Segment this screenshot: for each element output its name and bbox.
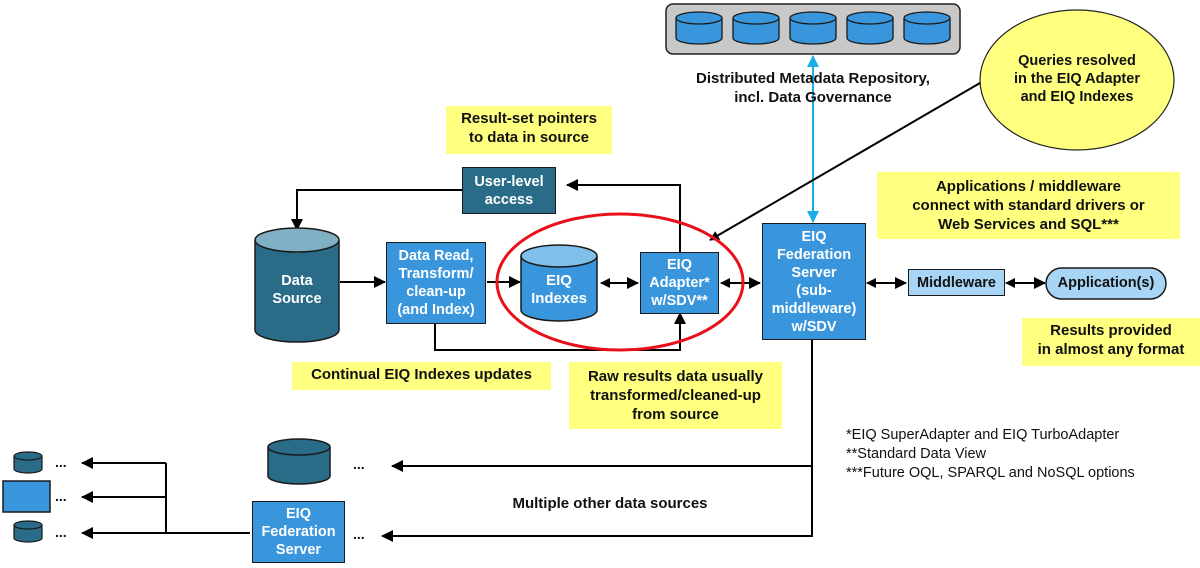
eiq-indexes-label: EIQ Indexes [521,272,597,308]
data-read-line-2: Transform/ [398,266,474,282]
multiple-sources-text: Multiple other data sources [512,495,708,512]
queries-callout-text: Queries resolved in the EIQ Adapter and … [990,52,1164,106]
queries-line-1: Queries resolved [1018,53,1136,69]
results-line-2: in almost any format [1037,341,1185,358]
multiple-sources-label: Multiple other data sources [480,494,740,513]
results-line-1: Results provided [1050,322,1172,339]
data-read-line-3: clean-up [406,284,466,300]
remote-federation-server-box: EIQ Federation Server [252,501,345,563]
eiq-adapter-line-1: EIQ [667,257,692,273]
data-read-transform-box: Data Read, Transform/ clean-up (and Inde… [386,242,486,324]
remote-source-cylinder-1 [13,451,43,474]
remote-source-cylinder-2 [13,520,43,543]
metadata-repository-label: Distributed Metadata Repository, incl. D… [660,69,966,107]
data-source-label: Data Source [255,272,339,308]
other-source-cylinder [267,438,331,485]
remote-federation-line-2: Federation [261,524,336,540]
federation-line-4: (sub- [796,282,832,299]
ellipsis-remote-1: ... [55,454,67,470]
remote-federation-line-1: EIQ [286,506,311,522]
eiq-indexes-line-2: Indexes [531,290,587,307]
applications-label: Application(s) [1046,274,1166,293]
raw-results-note: Raw results data usually transformed/cle… [569,362,782,429]
eiq-indexes-line-1: EIQ [546,272,572,289]
continual-updates-note: Continual EIQ Indexes updates [292,362,551,390]
raw-results-line-3: from source [632,406,719,423]
ellipsis-remote-3: ... [55,524,67,540]
applications-line-3: Web Services and SQL*** [938,216,1119,233]
user-level-access-box: User-level access [462,167,556,214]
federation-line-1: EIQ [801,228,827,245]
data-read-line-4: (and Index) [397,302,475,318]
adapter-focus-ring [495,212,745,352]
continual-updates-text: Continual EIQ Indexes updates [311,366,532,383]
footnote-1: *EIQ SuperAdapter and EIQ TurboAdapter [846,427,1120,443]
applications-pill [1045,267,1167,300]
federation-line-6: w/SDV [791,318,837,335]
remote-fanout-trunk [165,463,250,534]
ellipsis-other-source: ... [353,456,365,472]
metadata-label-line-1: Distributed Metadata Repository, [696,70,930,87]
continual-update-path [434,312,686,351]
queries-callout-ellipse [979,9,1175,151]
ellipsis-remote-2: ... [55,488,67,504]
result-set-line-2: to data in source [468,129,590,146]
applications-line-2: connect with standard drivers or [912,197,1145,214]
raw-results-line-2: transformed/cleaned-up [590,387,761,404]
applications-line-1: Applications / middleware [935,178,1122,195]
data-read-line-1: Data Read, [398,248,474,264]
data-source-line-1: Data [281,273,313,289]
metadata-db-cylinder [732,11,780,45]
eiq-indexes-cylinder [520,244,598,322]
eiq-adapter-line-3: w/SDV** [651,293,708,309]
federation-to-remote-path [381,466,813,542]
queries-pointer-arrow [709,82,981,241]
data-source-cylinder [254,227,340,343]
user-access-path [566,179,681,258]
footnote-3: ***Future OQL, SPARQL and NoSQL options [846,465,1135,481]
middleware-box: Middleware [908,269,1005,296]
middleware-label: Middleware [917,274,996,291]
eiq-adapter-line-2: Adapter* [649,275,710,291]
ellipsis-remote-server: ... [353,526,365,542]
results-provided-note: Results provided in almost any format [1022,318,1200,366]
federation-line-3: Server [791,264,837,281]
applications-connect-note: Applications / middleware connect with s… [877,172,1180,239]
metadata-db-cylinder [903,11,951,45]
queries-line-3: and EIQ Indexes [1020,89,1134,105]
eiq-adapter-box: EIQ Adapter* w/SDV** [640,252,719,314]
user-access-line-1: User-level [474,173,544,190]
applications-text: Application(s) [1057,275,1155,291]
footnote-2: **Standard Data View [846,446,986,462]
user-access-line-2: access [484,191,534,208]
metadata-repository [665,3,961,55]
federation-line-5: middleware) [771,300,857,317]
remote-federation-line-3: Server [275,542,322,558]
metadata-db-cylinder [789,11,837,45]
metadata-db-cylinder [846,11,894,45]
queries-line-2: in the EIQ Adapter [1014,71,1140,87]
result-set-line-1: Result-set pointers [461,110,597,127]
data-source-line-2: Source [272,291,322,307]
metadata-label-line-2: incl. Data Governance [734,89,892,106]
eiq-federation-server-box: EIQ Federation Server (sub- middleware) … [762,223,866,340]
footnotes: *EIQ SuperAdapter and EIQ TurboAdapter *… [846,426,1135,483]
federation-line-2: Federation [776,246,852,263]
remote-server-box [2,480,51,513]
result-set-pointers-note: Result-set pointers to data in source [446,106,612,154]
user-to-source-path [291,189,462,231]
raw-results-line-1: Raw results data usually [587,368,764,385]
metadata-db-cylinder [675,11,723,45]
